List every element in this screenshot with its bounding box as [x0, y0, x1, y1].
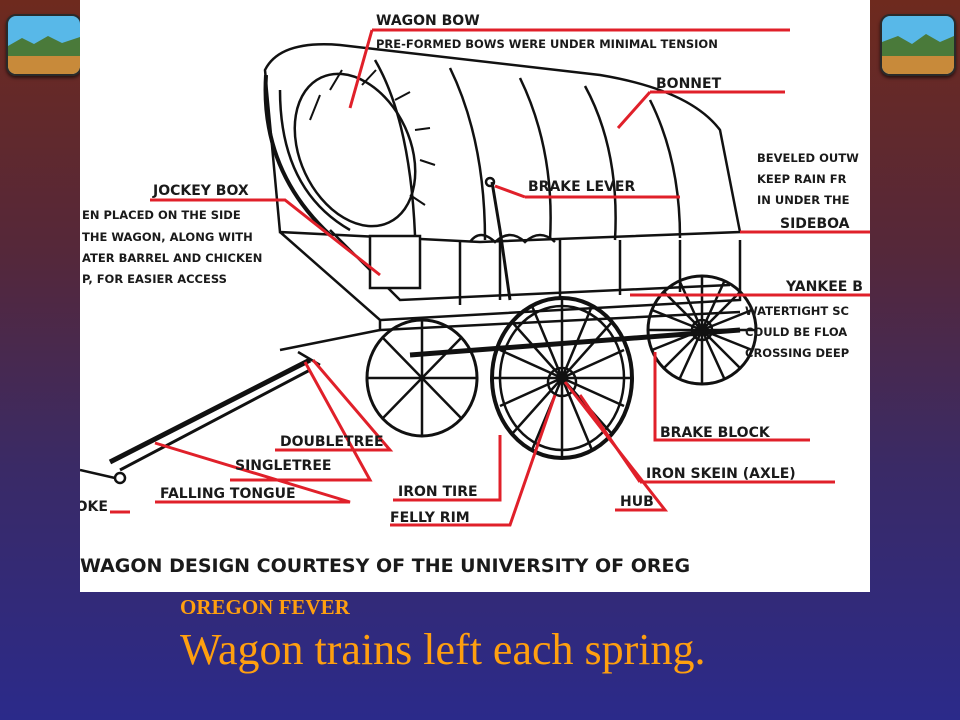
label-yoke: YOKE	[80, 499, 108, 515]
wagon-diagram: WAGON BOW PRE-FORMED BOWS WERE UNDER MIN…	[80, 0, 870, 592]
landscape-banner-right	[880, 14, 956, 76]
leader-lines	[110, 28, 870, 527]
label-felly-rim: FELLY RIM	[390, 510, 470, 526]
label-jockey-note-1: EN PLACED ON THE SIDE	[82, 208, 241, 222]
label-hub: HUB	[620, 494, 654, 510]
label-sideboard: SIDEBOA	[780, 216, 850, 232]
wagon-drawing	[80, 43, 758, 485]
label-brake-block: BRAKE BLOCK	[660, 425, 771, 441]
slide-title: OREGON FEVER	[180, 595, 350, 619]
label-brake-lever: BRAKE LEVER	[528, 179, 635, 195]
label-iron-tire: IRON TIRE	[398, 484, 478, 500]
label-iron-skein: IRON SKEIN (AXLE)	[646, 466, 796, 482]
label-yankee-note-2: COULD BE FLOA	[745, 325, 847, 339]
label-jockey-note-4: P, FOR EASIER ACCESS	[82, 272, 227, 286]
label-wagon-bow-note: PRE-FORMED BOWS WERE UNDER MINIMAL TENSI…	[376, 37, 718, 51]
label-jockey-note-3: ATER BARREL AND CHICKEN	[82, 251, 262, 265]
label-sideboard-note-2: KEEP RAIN FR	[757, 172, 847, 186]
landscape-banner-left	[6, 14, 82, 76]
label-doubletree: DOUBLETREE	[280, 434, 384, 450]
label-sideboard-note-1: BEVELED OUTW	[757, 151, 859, 165]
label-jockey-box: JOCKEY BOX	[152, 183, 249, 199]
label-singletree: SINGLETREE	[235, 458, 331, 474]
diagram-credit: WAGON DESIGN COURTESY OF THE UNIVERSITY …	[80, 555, 690, 577]
label-wagon-bow: WAGON BOW	[376, 13, 480, 29]
label-falling-tongue: FALLING TONGUE	[160, 486, 296, 502]
label-yankee-note-3: CROSSING DEEP	[745, 346, 849, 360]
label-bonnet: BONNET	[656, 76, 722, 92]
slide-subtitle: Wagon trains left each spring.	[180, 625, 706, 674]
label-yankee-note-1: WATERTIGHT SC	[745, 304, 849, 318]
label-jockey-note-2: THE WAGON, ALONG WITH	[82, 230, 253, 244]
label-yankee-bed: YANKEE B	[785, 279, 863, 295]
label-sideboard-note-3: IN UNDER THE	[757, 193, 850, 207]
